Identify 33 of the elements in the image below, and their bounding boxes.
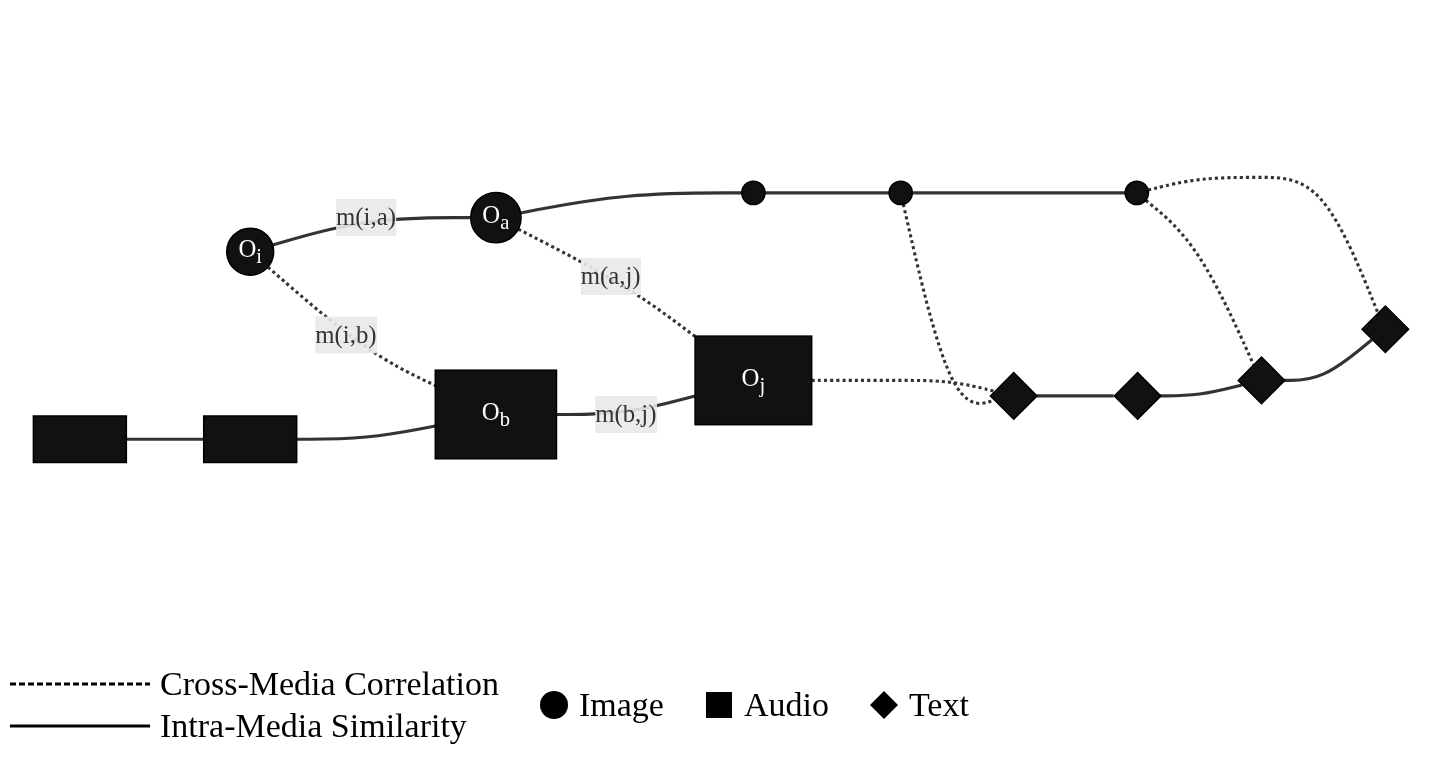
- node-diamond: [1112, 371, 1162, 421]
- node-box: O$_{b}$: [434, 369, 557, 460]
- edge-label: m(i,a): [335, 203, 396, 231]
- node-circle: [1123, 180, 1149, 206]
- connector: [764, 191, 889, 195]
- connector: [517, 227, 696, 338]
- edge-label: m(a,j): [580, 262, 641, 289]
- node-circle: O$_{a}$: [469, 191, 522, 244]
- node-box: [32, 415, 127, 464]
- node-diamond: [1236, 356, 1286, 405]
- node-box: O$_{j}$: [693, 335, 812, 426]
- node-circle: [740, 180, 766, 206]
- node-box: [202, 415, 297, 464]
- legend-text: Audio: [743, 686, 829, 724]
- legend-text: Cross-Media Correlation: [160, 665, 499, 703]
- connector: [1147, 175, 1379, 314]
- node-circle: O$_{i}$: [225, 227, 274, 276]
- node-diamond: [988, 371, 1038, 421]
- edge-label: m(b,j): [594, 400, 656, 427]
- connector: [911, 191, 1125, 195]
- node-circle: [887, 180, 913, 206]
- connector: [125, 437, 204, 441]
- connector: [1159, 383, 1242, 398]
- edge-label: m(i,b): [314, 321, 377, 348]
- legend-text: Image: [579, 686, 664, 724]
- connector: [1035, 394, 1114, 398]
- connector: [1283, 338, 1373, 383]
- node-diamond: [1360, 304, 1410, 354]
- connector: [811, 378, 995, 393]
- connector: [901, 203, 995, 406]
- legend-text: Intra-Media Similarity: [160, 707, 467, 745]
- legend-text: Text: [908, 686, 969, 724]
- connector: [519, 191, 742, 215]
